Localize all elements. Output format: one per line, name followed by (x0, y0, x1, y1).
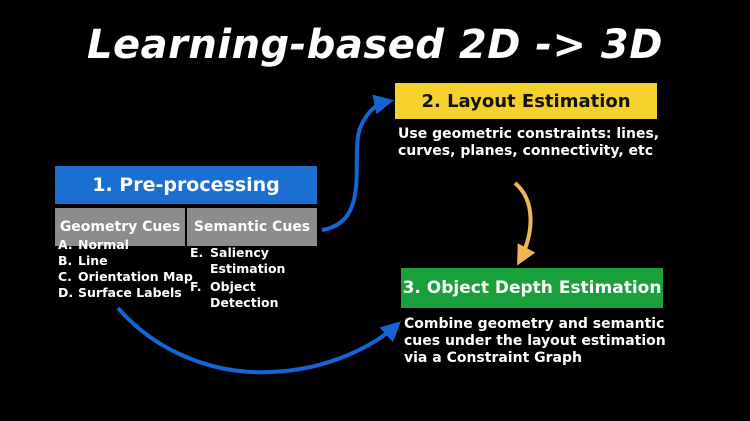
layout-estimation-description: Use geometric constraints: lines, curves… (398, 126, 660, 159)
object-depth-box: 3. Object Depth Estimation (401, 268, 663, 308)
list-item: A.Normal (58, 237, 129, 252)
list-item: B.Line (58, 253, 108, 268)
semantic-cues-box: Semantic Cues (187, 208, 317, 246)
list-item: F.Object Detection (190, 279, 279, 310)
arrow-layout-to-depth (513, 181, 536, 266)
slide-title: Learning-based 2D -> 3D (87, 22, 663, 68)
list-item: E.Saliency Estimation (190, 245, 286, 276)
arrow-cues-to-depth (116, 306, 401, 375)
geometry-cues-box: Geometry Cues (55, 208, 185, 246)
list-item: D.Surface Labels (58, 285, 182, 300)
preprocessing-box: 1. Pre-processing (55, 166, 317, 204)
list-item: C.Orientation Map (58, 269, 193, 284)
arrow-preprocessing-to-layout (321, 94, 394, 232)
geometry-cues-list: A.Normal B.Line C.Orientation Map D.Surf… (58, 237, 193, 301)
semantic-cues-list: E.Saliency Estimation F.Object Detection (190, 245, 300, 313)
object-depth-description: Combine geometry and semantic cues under… (404, 316, 666, 366)
layout-estimation-box: 2. Layout Estimation (395, 83, 657, 119)
